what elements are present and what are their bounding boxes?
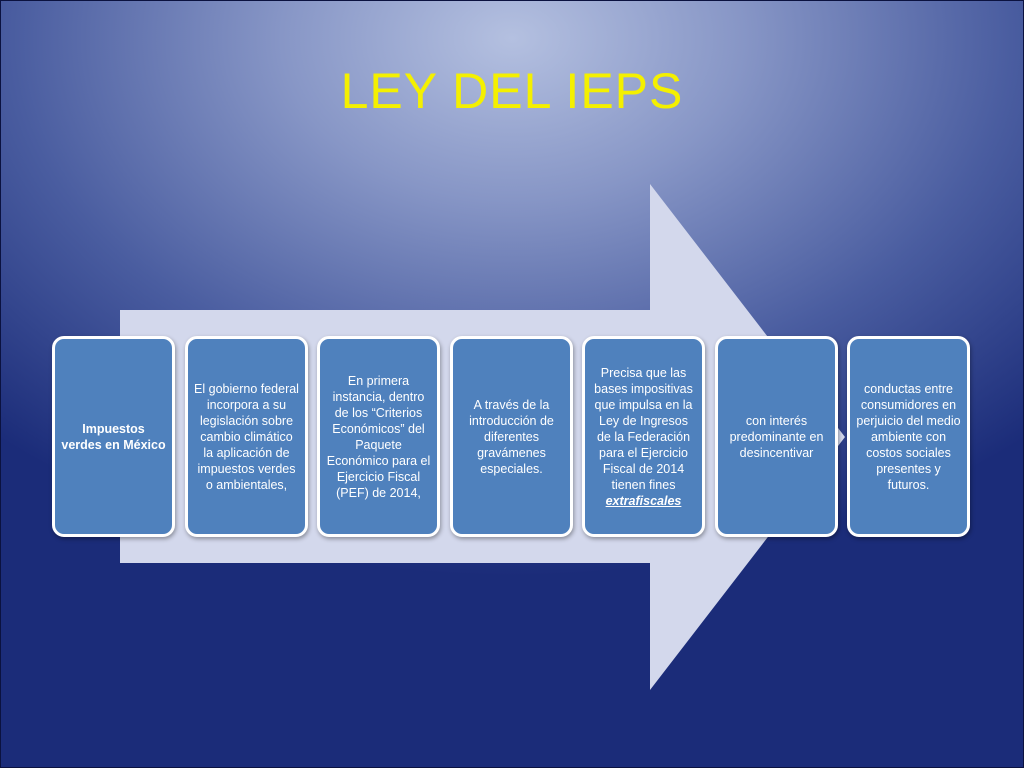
step-box-gravamenes: A través de la introducción de diferente…	[450, 336, 573, 537]
slide-title: LEY DEL IEPS	[340, 63, 684, 119]
step-box-desincentivar: con interés predominante en desincentiva…	[715, 336, 838, 537]
step-text: Precisa que las bases impositivas que im…	[594, 365, 693, 492]
step-box-conductas: conductas entre consumidores en perjuici…	[847, 336, 970, 537]
step-box-gobierno-federal: El gobierno federal incorpora a su legis…	[185, 336, 308, 537]
step-text: con interés predominante en desincentiva…	[729, 413, 824, 460]
step-text: En primera instancia, dentro de los “Cri…	[326, 373, 431, 500]
step-text: Impuestos verdes en México	[61, 421, 166, 452]
step-text: El gobierno federal incorpora a su legis…	[194, 381, 299, 492]
step-box-bases-impositivas: Precisa que las bases impositivas que im…	[582, 336, 705, 537]
step-text: conductas entre consumidores en perjuici…	[856, 381, 961, 492]
emphasis-text: extrafiscales	[605, 493, 682, 508]
step-text-group: Precisa que las bases impositivas que im…	[591, 365, 696, 509]
step-text: A través de la introducción de diferente…	[469, 397, 554, 476]
step-box-impuestos-verdes: Impuestos verdes en México	[52, 336, 175, 537]
step-box-primera-instancia: En primera instancia, dentro de los “Cri…	[317, 336, 440, 537]
